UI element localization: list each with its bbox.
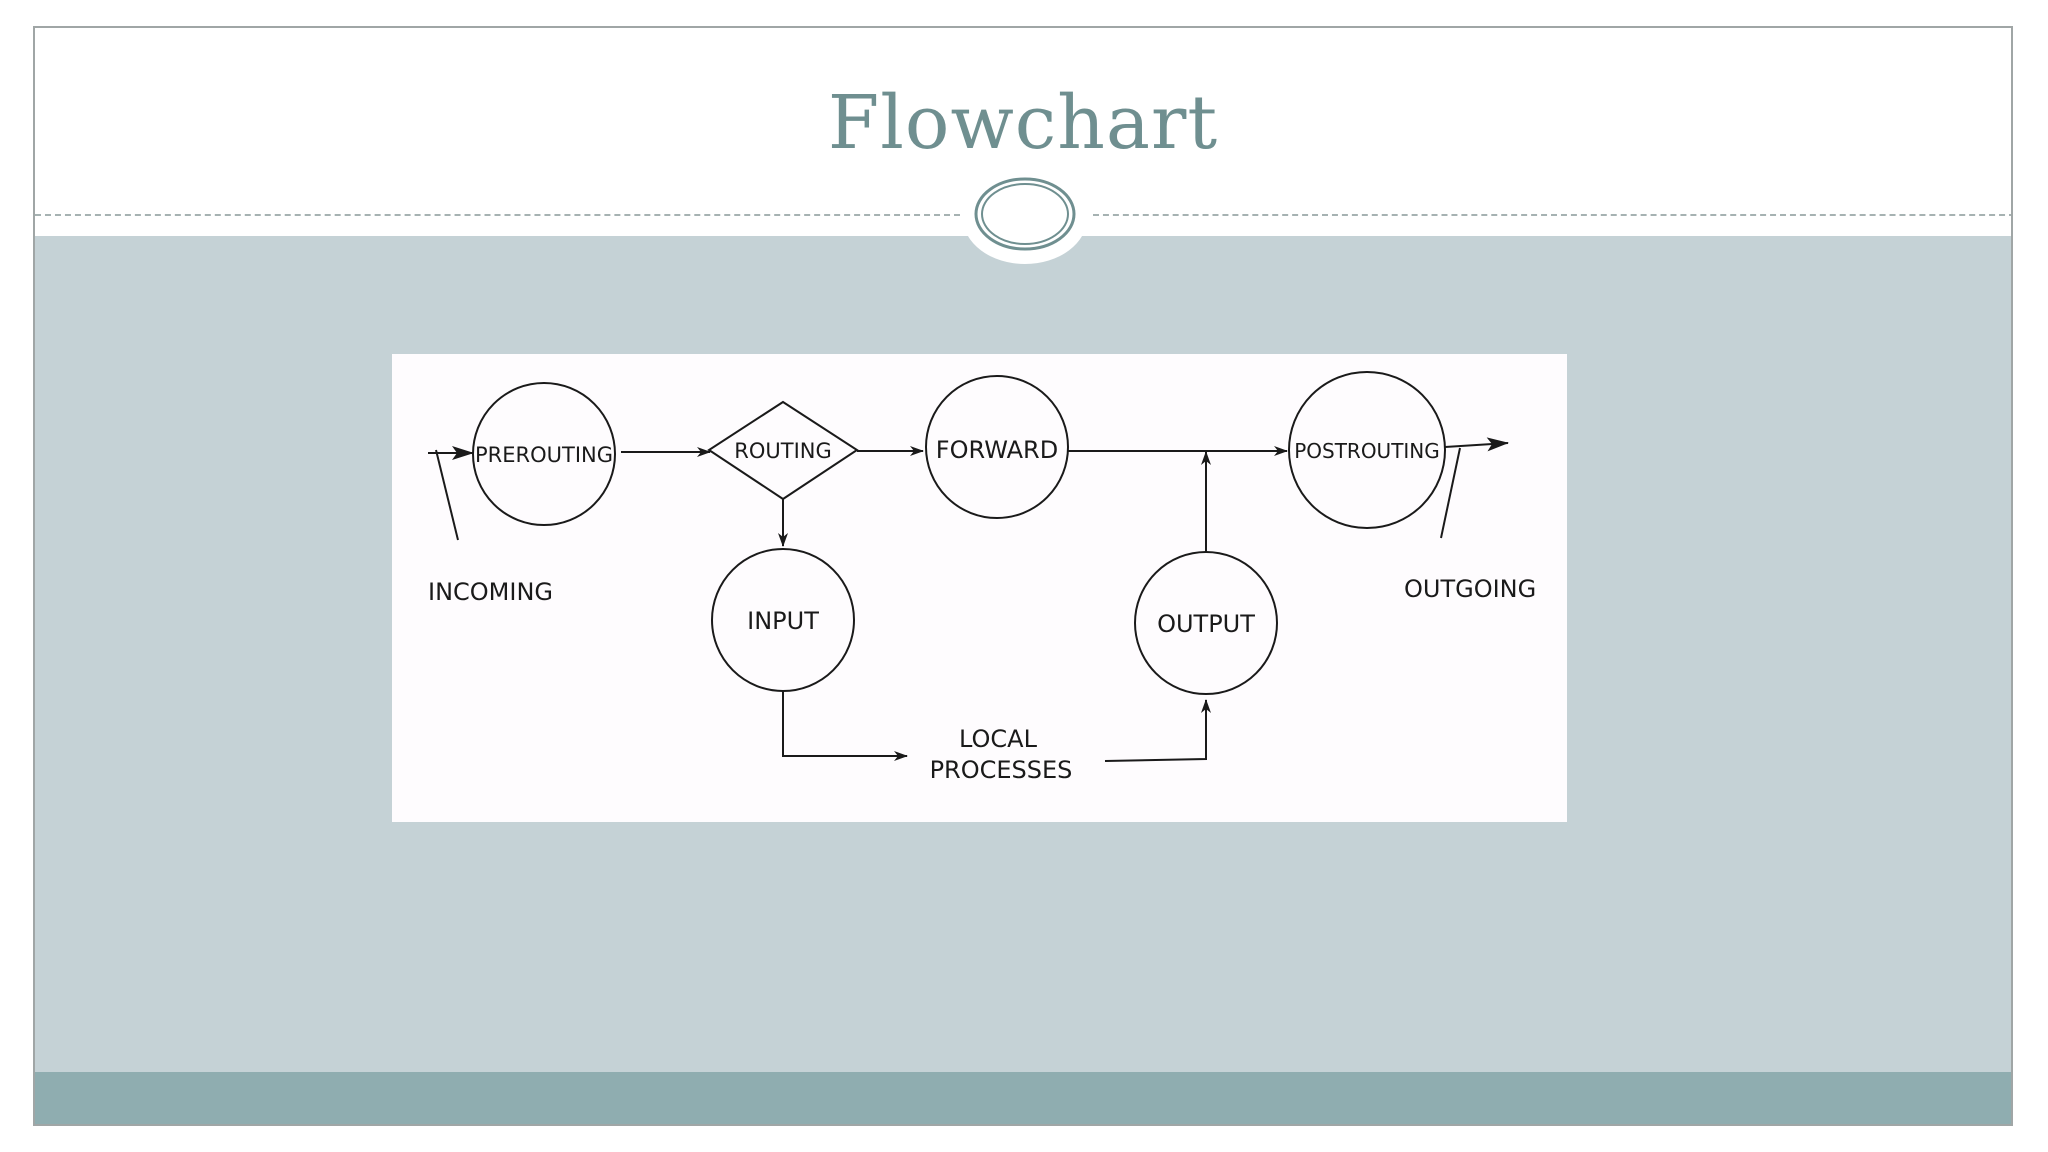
- flowchart-svg: PREROUTING ROUTING FORWARD POSTROUTING I…: [428, 371, 1536, 784]
- label-input: INPUT: [747, 607, 819, 635]
- label-prerouting: PREROUTING: [475, 443, 613, 467]
- label-outgoing: OUTGOING: [1404, 575, 1536, 603]
- footer-bar: [35, 1072, 2011, 1124]
- header-divider-right: [1093, 214, 2011, 216]
- incoming-callout-line: [435, 449, 459, 541]
- outgoing-callout-line: [1440, 447, 1461, 539]
- edge-postrouting-outgoing: [1444, 437, 1509, 452]
- label-local-line2: PROCESSES: [930, 756, 1073, 784]
- node-forward: [925, 375, 1069, 519]
- node-postrouting: [1288, 371, 1446, 529]
- header-divider-left: [35, 214, 960, 216]
- label-output: OUTPUT: [1157, 610, 1255, 638]
- node-prerouting: [472, 382, 616, 526]
- slide-title: Flowchart: [827, 80, 1219, 166]
- edge-input-local-processes: [782, 691, 908, 761]
- label-local-line1: LOCAL: [959, 725, 1038, 753]
- label-routing: ROUTING: [734, 439, 832, 463]
- edge-local-processes-output: [1104, 699, 1211, 762]
- label-incoming: INCOMING: [428, 578, 553, 606]
- flowchart-diagram: PREROUTING ROUTING FORWARD POSTROUTING I…: [392, 354, 1567, 822]
- oval-emblem-icon: [963, 172, 1087, 264]
- label-postrouting: POSTROUTING: [1294, 439, 1440, 463]
- label-forward: FORWARD: [936, 436, 1058, 464]
